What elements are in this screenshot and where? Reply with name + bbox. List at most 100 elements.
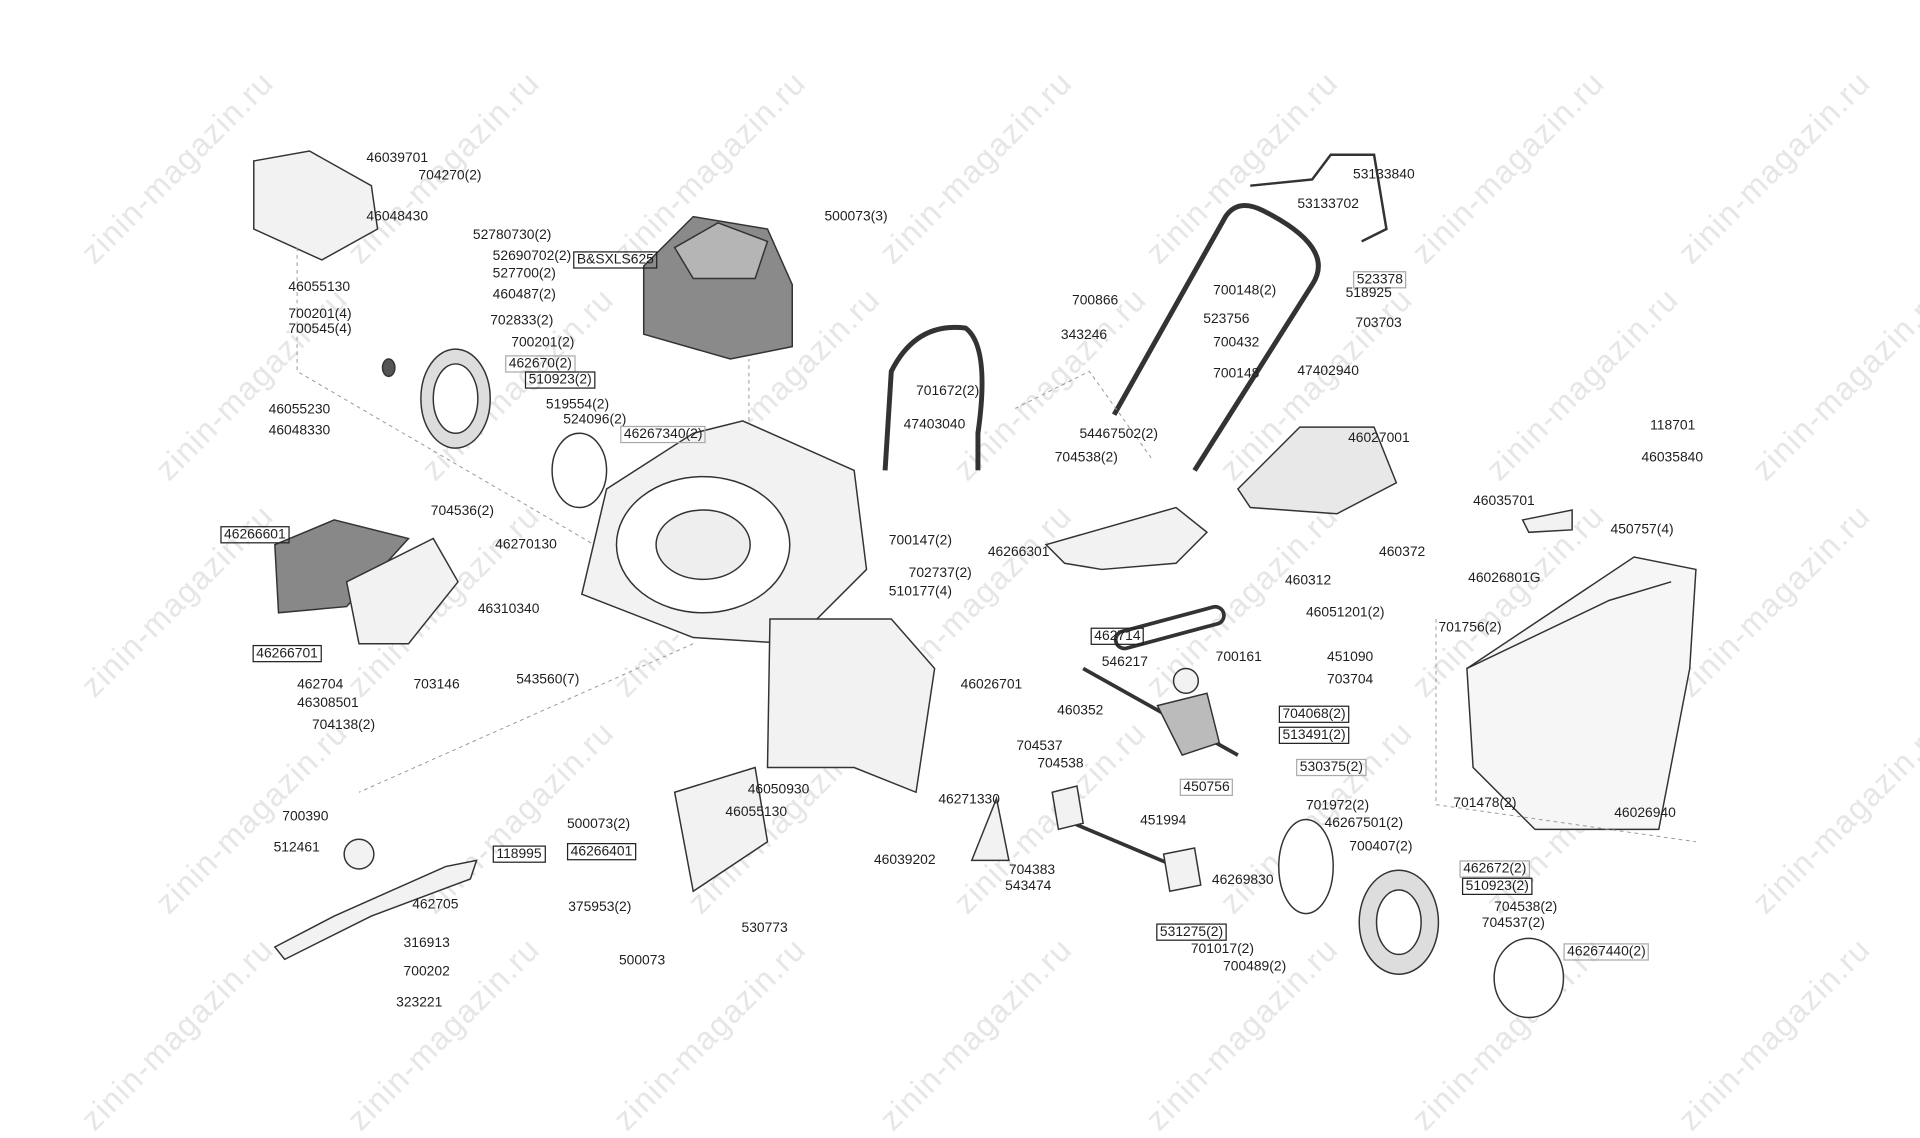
part-number-label: 513491(2) xyxy=(1278,726,1350,744)
part-number-label: 510923(2) xyxy=(1461,877,1533,896)
part-number-label: 46266401 xyxy=(566,843,637,861)
part-number-label: 46269830 xyxy=(1211,872,1274,888)
blade-part xyxy=(273,859,478,961)
part-number-label: 704536(2) xyxy=(430,503,494,519)
part-number-label: 118995 xyxy=(492,845,546,863)
part-number-label: 450757(4) xyxy=(1610,522,1674,538)
part-number-label: 531275(2) xyxy=(1156,923,1227,941)
control-bar-part xyxy=(1250,153,1388,243)
part-number-label: 700407(2) xyxy=(1349,839,1413,855)
part-number-label: 700148 xyxy=(1213,366,1260,382)
part-number-label: 701017(2) xyxy=(1190,942,1255,957)
part-number-label: 523756 xyxy=(1203,311,1250,327)
rear-guard-part xyxy=(673,766,769,893)
part-number-label: 700201(4) xyxy=(288,306,352,322)
part-number-label: 52780730(2) xyxy=(472,227,552,243)
part-number-label: 704068(2) xyxy=(1278,705,1350,723)
part-number-label: 46266301 xyxy=(987,544,1050,560)
part-number-label: 700390 xyxy=(282,809,329,825)
part-number-label: 701972(2) xyxy=(1305,798,1370,814)
part-number-label: 462705 xyxy=(412,897,459,913)
part-number-label: 702833(2) xyxy=(490,313,554,329)
part-number-label: 704538(2) xyxy=(1054,450,1118,466)
front-wheel-part xyxy=(381,348,608,509)
axle-plate-part xyxy=(1162,847,1202,893)
rear-hubcap-part xyxy=(1493,937,1565,1019)
part-number-label: 52690702(2) xyxy=(492,248,572,264)
part-number-label: 524096(2) xyxy=(563,412,627,428)
part-number-label: 701672(2) xyxy=(916,383,980,399)
lower-handle-part xyxy=(882,324,985,471)
rear-flap-part xyxy=(253,150,379,261)
part-number-label: 700432 xyxy=(1213,335,1260,351)
part-number-label: 460372 xyxy=(1379,544,1426,560)
part-number-label: B&SXLS625 xyxy=(573,251,658,269)
part-number-label: 702737(2) xyxy=(908,565,972,581)
part-number-label: 700161 xyxy=(1215,649,1262,665)
part-number-label: 700201(2) xyxy=(511,335,575,351)
part-number-label: 53133702 xyxy=(1297,196,1359,212)
part-number-label: 510177(4) xyxy=(888,584,952,600)
part-number-label: 701478(2) xyxy=(1453,795,1517,811)
part-number-label: 451090 xyxy=(1327,649,1374,665)
part-number-label: 46026801G xyxy=(1468,570,1541,586)
part-number-label: 703146 xyxy=(413,677,460,692)
part-number-label: 460312 xyxy=(1284,573,1332,589)
part-number-label: 462714 xyxy=(1090,627,1145,645)
part-number-label: 118701 xyxy=(1650,418,1696,434)
part-number-label: 704383 xyxy=(1008,862,1056,878)
part-number-label: 323221 xyxy=(396,995,443,1011)
part-number-label: 704537(2) xyxy=(1481,916,1545,931)
part-number-label: 375953(2) xyxy=(568,899,632,915)
part-number-label: 500073 xyxy=(618,953,666,969)
part-number-label: 46055230 xyxy=(268,402,331,418)
part-number-label: 510923(2) xyxy=(524,371,596,389)
part-number-label: 46308501 xyxy=(297,695,359,711)
upper-handle-part xyxy=(1111,203,1321,472)
drive-belt-part xyxy=(1113,604,1226,651)
bag-cover-part xyxy=(1236,426,1398,515)
part-number-label: 700489(2) xyxy=(1223,959,1287,975)
side-chute-part xyxy=(345,537,459,645)
part-number-label: 46048330 xyxy=(268,423,331,439)
part-number-label: 703704 xyxy=(1327,672,1374,688)
rear-axle-part xyxy=(1057,815,1177,869)
part-number-label: 546217 xyxy=(1101,654,1148,670)
part-number-label: 46048430 xyxy=(366,209,429,225)
gearbox-part xyxy=(1156,692,1221,757)
part-number-label: 704538(2) xyxy=(1494,899,1558,915)
part-number-label: 46267501(2) xyxy=(1324,815,1404,831)
part-number-label: 46271330 xyxy=(938,792,1000,808)
deck-part xyxy=(580,420,868,645)
part-number-label: 46267440(2) xyxy=(1563,943,1650,961)
part-number-label: 700148(2) xyxy=(1213,283,1277,299)
part-number-label: 54467502(2) xyxy=(1079,427,1158,442)
part-number-label: 704138(2) xyxy=(311,717,376,733)
part-number-label: 703703 xyxy=(1355,315,1402,331)
blade-adapter-part xyxy=(343,838,375,870)
part-number-label: 460352 xyxy=(1057,703,1104,718)
part-number-label: 523378 xyxy=(1353,271,1407,289)
part-number-label: 519554(2) xyxy=(545,397,610,413)
part-number-label: 46039701 xyxy=(366,151,429,166)
part-number-label: 530375(2) xyxy=(1296,758,1367,777)
part-number-label: 460487(2) xyxy=(492,287,556,303)
part-number-label: 450756 xyxy=(1179,778,1234,796)
part-number-label: 46026701 xyxy=(960,677,1023,692)
exploded-view-drawing xyxy=(253,150,1697,1019)
part-number-label: 46027001 xyxy=(1348,430,1410,446)
part-number-label: 53133840 xyxy=(1353,167,1415,182)
part-number-label: 462704 xyxy=(297,677,344,692)
part-number-label: 527700(2) xyxy=(492,266,556,282)
part-number-label: 47402940 xyxy=(1297,363,1359,379)
wheel-bracket-part xyxy=(1051,785,1085,831)
bag-handle-part xyxy=(1521,509,1573,534)
grass-bag-part xyxy=(1466,556,1697,831)
part-number-label: 462670(2) xyxy=(505,355,576,373)
part-number-label: 451994 xyxy=(1140,813,1187,829)
part-number-label: 543560(7) xyxy=(516,672,580,688)
chute-flap-part xyxy=(1044,506,1209,571)
part-number-label: 512461 xyxy=(273,840,320,856)
part-number-label: 462672(2) xyxy=(1459,860,1531,878)
rear-chute-part xyxy=(766,618,936,794)
